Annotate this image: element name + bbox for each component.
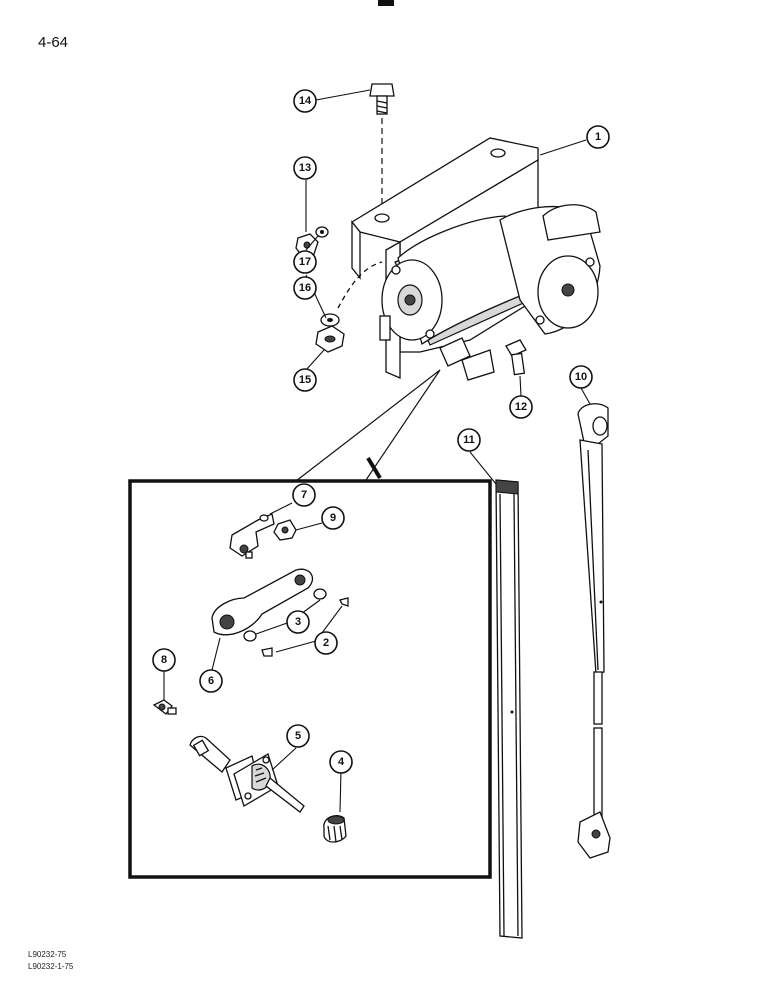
detail-pointer-lines xyxy=(295,369,441,482)
washer-16 xyxy=(320,313,340,327)
svg-text:12: 12 xyxy=(515,401,527,413)
svg-text:6: 6 xyxy=(208,675,214,687)
wiper-motor xyxy=(379,204,601,381)
callout-10: 10 xyxy=(569,365,593,389)
callout-3: 3 xyxy=(286,610,310,634)
svg-text:11: 11 xyxy=(463,434,475,446)
callout-1: 1 xyxy=(586,125,610,149)
nut-15 xyxy=(315,325,345,353)
knob-4 xyxy=(323,814,347,843)
svg-text:4: 4 xyxy=(338,756,345,768)
callout-11: 11 xyxy=(457,428,481,452)
switch-5 xyxy=(189,735,305,813)
callout-4: 4 xyxy=(329,750,353,774)
bracket-7 xyxy=(229,513,275,559)
callout-15: 15 xyxy=(293,368,317,392)
figure-code-2: L90232-1-75 xyxy=(28,962,74,971)
detail-inset-frame xyxy=(128,479,492,879)
svg-text:17: 17 xyxy=(299,256,311,268)
figure-code-1: L90232-75 xyxy=(28,950,67,959)
callout-16: 16 xyxy=(293,276,317,300)
svg-text:8: 8 xyxy=(161,654,167,666)
callout-8: 8 xyxy=(152,648,176,672)
callout-12: 12 xyxy=(509,395,533,419)
svg-text:7: 7 xyxy=(301,489,307,501)
callout-6: 6 xyxy=(199,669,223,693)
svg-text:2: 2 xyxy=(323,637,329,649)
wiper-blade-11 xyxy=(495,479,523,939)
callout-17: 17 xyxy=(293,250,317,274)
callout-14: 14 xyxy=(293,89,317,113)
svg-text:9: 9 xyxy=(330,512,336,524)
nut-9 xyxy=(273,519,297,541)
bolt-12 xyxy=(505,339,527,376)
callout-2: 2 xyxy=(314,631,338,655)
svg-text:13: 13 xyxy=(299,162,311,174)
svg-text:10: 10 xyxy=(575,371,587,383)
page-number: 4-64 xyxy=(38,34,69,51)
screw-8 xyxy=(152,699,177,715)
clip-2b xyxy=(261,647,273,657)
link-6 xyxy=(211,568,313,636)
callout-5: 5 xyxy=(286,724,310,748)
nut-13 xyxy=(295,233,319,257)
callout-9: 9 xyxy=(321,506,345,530)
svg-text:1: 1 xyxy=(595,131,601,143)
wiper-arm-10 xyxy=(577,403,611,859)
callout-13: 13 xyxy=(293,156,317,180)
bolt-14 xyxy=(369,83,395,115)
svg-text:5: 5 xyxy=(295,730,301,742)
top-edge-mark xyxy=(378,0,394,6)
svg-text:15: 15 xyxy=(299,374,311,386)
svg-text:16: 16 xyxy=(299,282,311,294)
callout-7: 7 xyxy=(292,483,316,507)
svg-text:3: 3 xyxy=(295,616,301,628)
washer-17 xyxy=(315,226,329,238)
washer-3b xyxy=(243,630,257,642)
clip-2a xyxy=(339,597,349,607)
detail-pointer-bold xyxy=(366,456,382,480)
svg-text:14: 14 xyxy=(299,95,312,107)
washer-3a xyxy=(313,588,327,600)
